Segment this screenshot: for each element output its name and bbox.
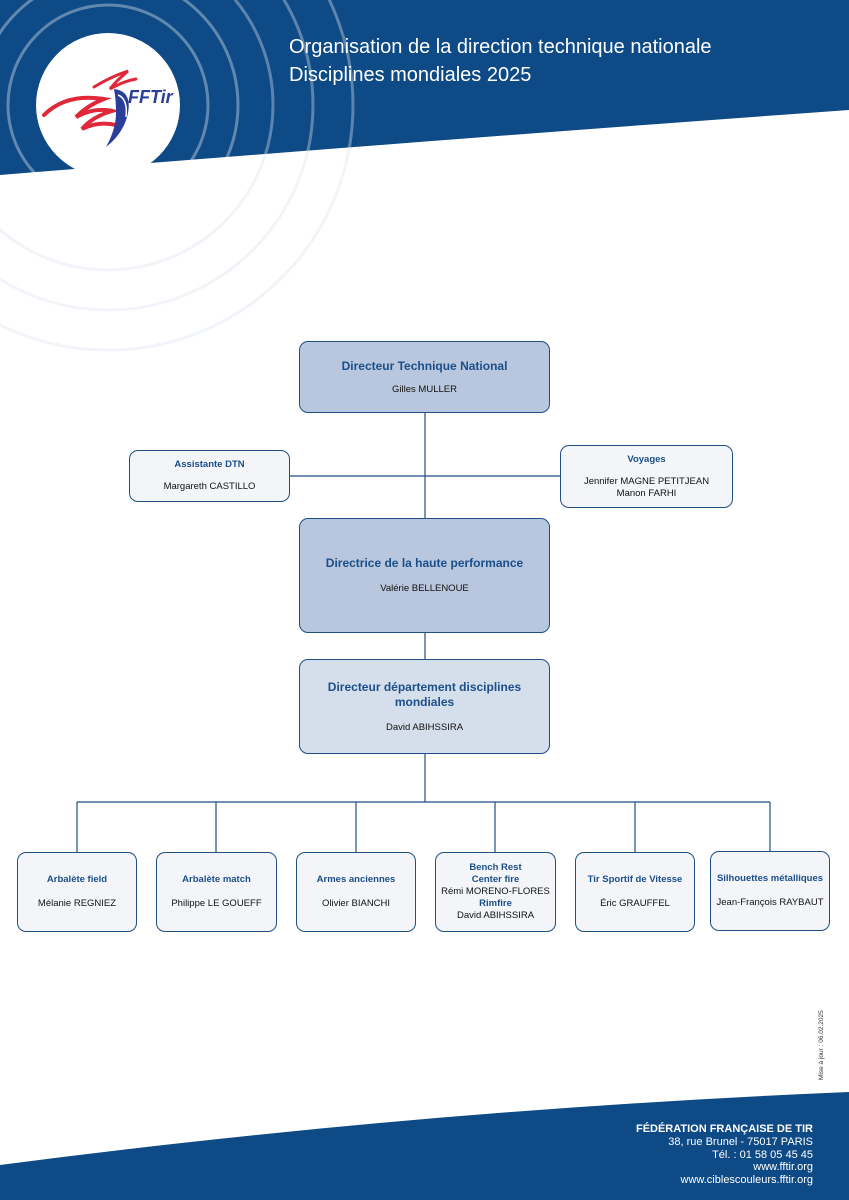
person-name: David ABIHSSIRA: [385, 721, 464, 733]
person-name: Gilles MULLER: [392, 383, 457, 395]
org-box-dtn: Directeur Technique National Gilles MULL…: [299, 341, 550, 413]
person-name: Olivier BIANCHI: [321, 898, 391, 909]
person-name: Valérie BELLENOUE: [380, 583, 469, 594]
phone: Tél. : 01 58 05 45 45: [712, 1148, 813, 1161]
discipline-subtitle: Rimfire: [479, 898, 512, 909]
rooster-logo-icon: FFTir: [42, 69, 174, 147]
discipline-box: Armes anciennes Olivier BIANCHI: [296, 852, 416, 932]
discipline-title: Silhouettes métalliques: [716, 873, 824, 884]
footer-contact: FÉDÉRATION FRANÇAISE DE TIR 38, rue Brun…: [636, 1123, 813, 1186]
discipline-title: Tir Sportif de Vitesse: [587, 874, 683, 885]
discipline-box-bench-rest: Bench Rest Center fire Rémi MORENO-FLORE…: [435, 852, 556, 932]
discipline-title: Arbalète field: [46, 874, 108, 885]
page-subtitle: Disciplines mondiales 2025: [289, 64, 532, 86]
discipline-title: Arbalète match: [182, 874, 251, 885]
update-date-note: Mise à jour : 06.02.2025: [818, 1010, 825, 1080]
person-name: Mélanie REGNIEZ: [37, 898, 117, 909]
person-name: Margareth CASTILLO: [163, 481, 256, 492]
fftir-logo: FFTir: [36, 33, 180, 177]
role-title: Directrice de la haute performance: [325, 556, 524, 570]
role-title: Voyages: [627, 453, 666, 465]
discipline-title: Armes anciennes: [316, 874, 396, 885]
person-name: Philippe LE GOUEFF: [171, 898, 262, 909]
federation-name: FÉDÉRATION FRANÇAISE DE TIR: [635, 1123, 813, 1135]
org-box-assistant: Assistante DTN Margareth CASTILLO: [129, 450, 290, 502]
address: 38, rue Brunel - 75017 PARIS: [668, 1136, 813, 1148]
discipline-title: Bench Rest: [469, 862, 522, 873]
person-name: Rémi MORENO-FLORES: [441, 886, 550, 897]
person-name: Jennifer MAGNE PETITJEAN: [583, 475, 710, 487]
discipline-box: Arbalète match Philippe LE GOUEFF: [156, 852, 277, 932]
person-name: Jean-François RAYBAUT: [716, 897, 824, 908]
org-box-departement: Directeur département disciplines mondia…: [299, 659, 550, 754]
logo-text: FFTir: [128, 87, 174, 107]
discipline-box: Arbalète field Mélanie REGNIEZ: [17, 852, 137, 932]
role-title: Directeur Technique National: [341, 358, 508, 373]
discipline-box: Silhouettes métalliques Jean-François RA…: [710, 851, 830, 931]
page-title: Organisation de la direction technique n…: [289, 36, 712, 58]
org-box-haute-performance: Directrice de la haute performance Valér…: [299, 518, 550, 633]
person-name: Manon FARHI: [616, 487, 677, 499]
website-link-cibles[interactable]: www.ciblescouleurs.fftir.org: [680, 1173, 813, 1186]
person-name: Éric GRAUFFEL: [600, 898, 670, 909]
website-link[interactable]: www.fftir.org: [753, 1161, 813, 1173]
discipline-subtitle: Center fire: [471, 874, 520, 885]
role-title: Directeur département disciplines mondia…: [327, 679, 522, 709]
person-name: David ABIHSSIRA: [456, 910, 535, 921]
org-box-voyages: Voyages Jennifer MAGNE PETITJEAN Manon F…: [560, 445, 733, 508]
discipline-box: Tir Sportif de Vitesse Éric GRAUFFEL: [575, 852, 695, 932]
role-title: Assistante DTN: [174, 459, 245, 470]
